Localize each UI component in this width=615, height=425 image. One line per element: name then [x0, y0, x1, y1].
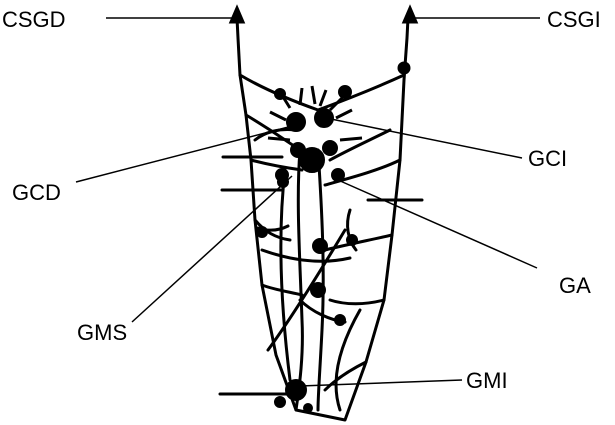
label-gcd: GCD	[12, 180, 61, 205]
label-gmi: GMI	[466, 368, 508, 393]
label-ga: GA	[559, 273, 591, 298]
ganglia	[257, 86, 362, 412]
label-csgd: CSGD	[2, 7, 66, 32]
label-csgi: CSGI	[547, 7, 601, 32]
label-gci: GCI	[528, 146, 567, 171]
label-gms: GMS	[77, 320, 127, 345]
top-prongs	[231, 8, 416, 73]
label-leaders	[76, 18, 540, 386]
